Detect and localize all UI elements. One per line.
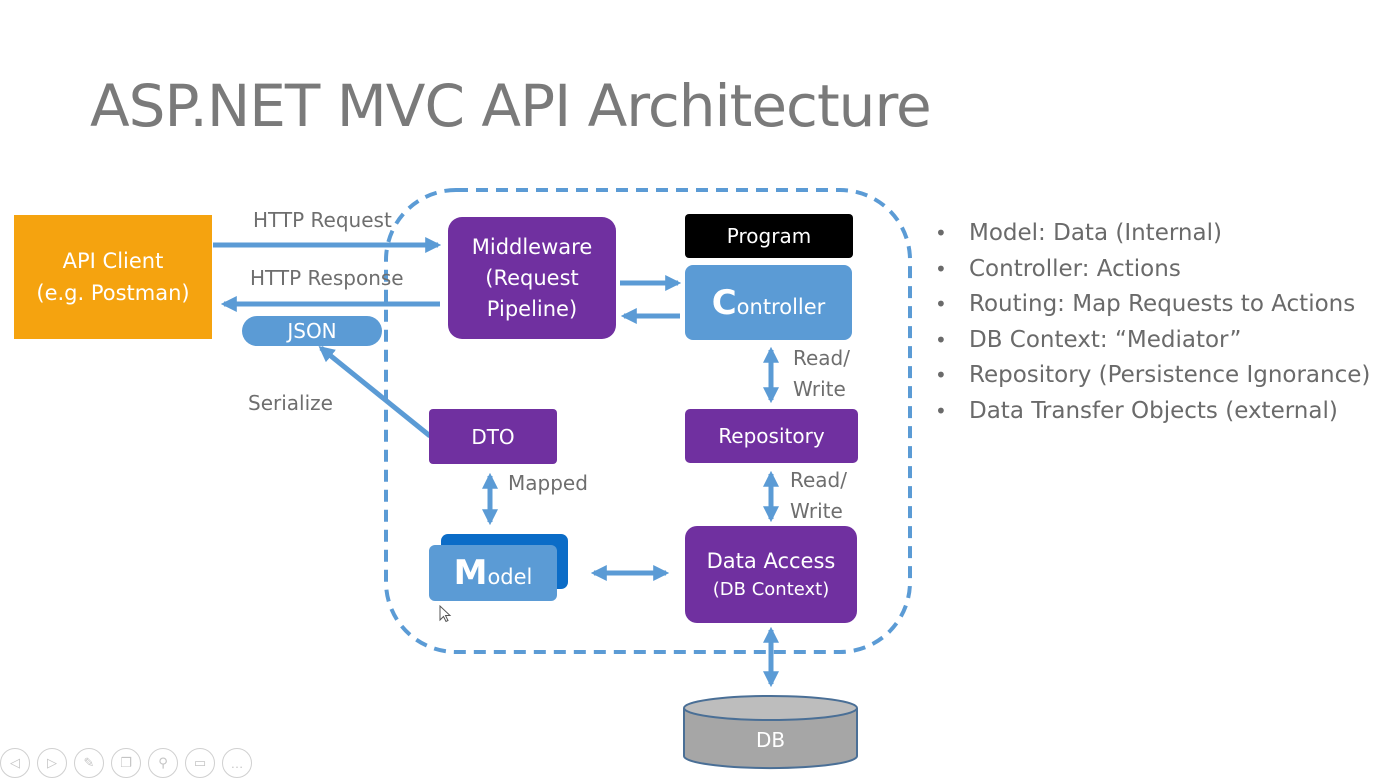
model-label: Model xyxy=(454,553,533,593)
bullet-dot-icon: • xyxy=(935,398,947,423)
previous-icon[interactable]: ◁ xyxy=(0,748,30,778)
bullet-item: • Data Transfer Objects (external) xyxy=(935,394,1370,430)
program-label: Program xyxy=(726,224,812,248)
read-write-1-line2: Write xyxy=(793,377,846,401)
http-response-label: HTTP Response xyxy=(250,266,404,290)
bullet-item: • Routing: Map Requests to Actions xyxy=(935,287,1370,323)
serialize-label: Serialize xyxy=(248,391,333,415)
data-access-label: Data Access xyxy=(706,548,836,573)
controller-initial: C xyxy=(711,282,737,323)
data-access-sub: (DB Context) xyxy=(712,578,830,600)
dto-box: DTO xyxy=(429,409,557,464)
bullet-dot-icon: • xyxy=(935,327,947,352)
middleware-sub-1: (Request xyxy=(485,265,579,290)
bullet-dot-icon: • xyxy=(935,292,947,316)
middleware-sub-2: Pipeline) xyxy=(486,296,578,321)
bullet-text: Data Transfer Objects (external) xyxy=(969,397,1338,424)
api-client-box: API Client (e.g. Postman) xyxy=(14,215,212,339)
repository-box: Repository xyxy=(685,409,858,463)
pen-icon[interactable]: ✎ xyxy=(74,748,104,778)
more-icon[interactable]: … xyxy=(222,748,252,778)
read-write-label-1: Read/ Write xyxy=(793,343,850,405)
db-label: DB xyxy=(755,728,786,752)
bullet-list: • Model: Data (Internal) • Controller: Act… xyxy=(935,216,1370,429)
bullet-text: DB Context: “Mediator” xyxy=(969,326,1242,353)
bullet-text: Routing: Map Requests to Actions xyxy=(969,291,1356,317)
db-cylinder xyxy=(683,695,858,770)
middleware-box: Middleware (Request Pipeline) xyxy=(448,217,616,339)
model-rest: odel xyxy=(487,565,533,589)
next-icon[interactable]: ▷ xyxy=(37,748,67,778)
json-pill: JSON xyxy=(242,316,382,346)
model-initial: M xyxy=(453,553,488,593)
bullet-item: • Repository (Persistence Ignorance) xyxy=(935,358,1370,394)
slide-title: ASP.NET MVC API Architecture xyxy=(90,72,932,140)
bullet-item: • Model: Data (Internal) xyxy=(935,216,1370,252)
middleware-label: Middleware xyxy=(471,234,593,259)
subtitles-icon[interactable]: ▭ xyxy=(185,748,215,778)
program-box: Program xyxy=(685,214,853,258)
zoom-icon[interactable]: ⚲ xyxy=(148,748,178,778)
repository-label: Repository xyxy=(718,424,825,448)
bullet-text: Repository (Persistence Ignorance) xyxy=(969,362,1371,388)
read-write-2-line2: Write xyxy=(790,499,843,523)
read-write-1-line1: Read/ xyxy=(793,346,850,370)
bullet-dot-icon: • xyxy=(935,363,947,387)
dto-label: DTO xyxy=(471,424,515,449)
mapped-label: Mapped xyxy=(508,471,588,495)
api-client-label: API Client xyxy=(62,249,164,273)
serialize-arrow xyxy=(318,345,432,438)
json-label: JSON xyxy=(287,319,337,343)
bullet-text: Controller: Actions xyxy=(969,255,1181,282)
mouse-cursor-icon xyxy=(439,604,452,623)
slideshow-controls: ◁ ▷ ✎ ❐ ⚲ ▭ … xyxy=(0,748,252,778)
controller-box: Controller xyxy=(685,265,852,340)
data-access-box: Data Access (DB Context) xyxy=(685,526,857,623)
bullet-item: • DB Context: “Mediator” xyxy=(935,323,1370,359)
http-request-label: HTTP Request xyxy=(253,208,392,232)
db-label-box: DB xyxy=(684,718,857,762)
bullet-item: • Controller: Actions xyxy=(935,252,1370,288)
model-box: Model xyxy=(429,545,557,601)
bullet-dot-icon: • xyxy=(935,256,947,281)
bullet-text: Model: Data (Internal) xyxy=(969,220,1222,246)
controller-rest: ontroller xyxy=(736,294,826,319)
controller-label: Controller xyxy=(712,283,826,323)
api-client-example: (e.g. Postman) xyxy=(36,281,190,305)
slides-icon[interactable]: ❐ xyxy=(111,748,141,778)
read-write-label-2: Read/ Write xyxy=(790,465,847,527)
bullet-dot-icon: • xyxy=(935,221,947,245)
api-boundary xyxy=(384,188,912,654)
read-write-2-line1: Read/ xyxy=(790,468,847,492)
